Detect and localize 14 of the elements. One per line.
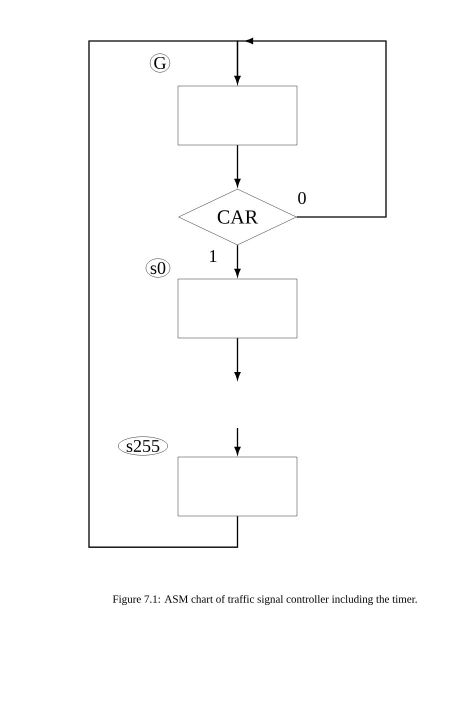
arrow: [88, 40, 241, 548]
arrow: [234, 145, 241, 187]
state-box: [178, 456, 298, 516]
state-name: G: [150, 54, 170, 72]
state-box: [178, 278, 298, 338]
caption: Figure 7.1: ASM chart of traffic signal controller including the timer.: [112, 594, 417, 606]
arrow: [234, 428, 241, 455]
edge-label: 0: [296, 190, 308, 206]
arrow: [234, 338, 241, 380]
state-name: s0: [146, 258, 170, 278]
state-box: [178, 86, 298, 146]
state-name: s255: [118, 436, 168, 456]
arrow: [234, 245, 241, 277]
edge-label: 1: [208, 249, 218, 263]
